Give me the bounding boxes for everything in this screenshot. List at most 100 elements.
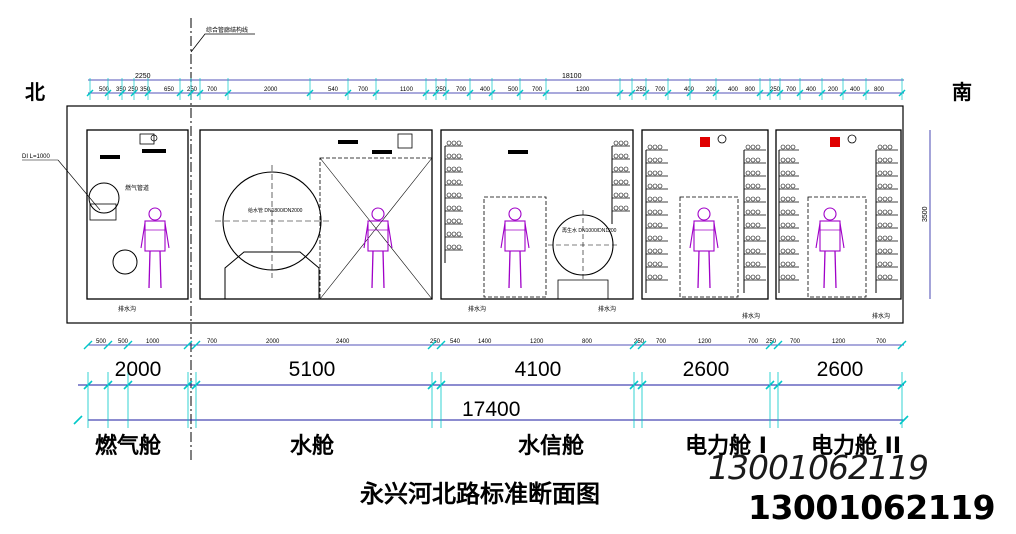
compartment-width-4: 2600 [682, 358, 730, 381]
bottom-dim-segment-text: 500 [96, 339, 107, 345]
worker-head [697, 207, 711, 221]
cable [456, 179, 462, 185]
cable [780, 157, 786, 163]
cable [652, 157, 658, 163]
cable [451, 205, 457, 211]
cable [882, 235, 888, 241]
cable [755, 235, 761, 241]
cable [745, 196, 751, 202]
cable [780, 274, 786, 280]
compartment-width-5: 2600 [816, 358, 864, 381]
cable [623, 179, 629, 185]
cable [647, 170, 653, 176]
cable [647, 274, 653, 280]
total-dim-tick [73, 415, 83, 425]
cable [877, 261, 883, 267]
cable [657, 248, 663, 254]
cable [882, 222, 888, 228]
cable [657, 196, 663, 202]
cable [882, 261, 888, 267]
worker-leg [371, 250, 374, 289]
total-dim-tick [899, 415, 909, 425]
top-dim-segment-text: 800 [874, 87, 885, 93]
chamber-power-2 [775, 129, 902, 300]
cable [790, 235, 796, 241]
cable [780, 235, 786, 241]
cable [882, 170, 888, 176]
bottom-dim-tick [773, 380, 783, 390]
cable [745, 183, 751, 189]
top-dim-segment-text: 400 [806, 87, 817, 93]
worker-figure [689, 207, 719, 289]
bottom-small-tick [765, 340, 775, 350]
worker-leg [508, 250, 511, 289]
worker-leg [834, 250, 837, 289]
cable [446, 140, 452, 146]
cable [647, 196, 653, 202]
cable-rack-power2-left [778, 144, 799, 293]
cable [755, 183, 761, 189]
bottom-dim-tick [191, 380, 201, 390]
cable [652, 196, 658, 202]
cable [877, 144, 883, 150]
cable [456, 192, 462, 198]
worker-figure [815, 207, 845, 289]
bottom-dim-segment-text: 700 [207, 339, 218, 345]
cable [785, 196, 791, 202]
cable [785, 170, 791, 176]
cable [647, 183, 653, 189]
worker-leg [148, 250, 151, 289]
power1-red-marker [700, 137, 710, 147]
cable [652, 222, 658, 228]
cable [785, 183, 791, 189]
cable [755, 222, 761, 228]
cable [750, 261, 756, 267]
cable [755, 170, 761, 176]
bottom-dim-segment-text: 1200 [698, 339, 712, 345]
water-saddle [224, 251, 320, 299]
top-dim-segment-text: 400 [684, 87, 695, 93]
top-dim-segment-text: 700 [655, 87, 666, 93]
top-dim-segment-text: 250 [770, 87, 781, 93]
cable [613, 205, 619, 211]
cable [657, 157, 663, 163]
worker-head [371, 207, 385, 221]
cable [647, 248, 653, 254]
cable [745, 248, 751, 254]
cable [780, 209, 786, 215]
top-dim-segment-text: 700 [532, 87, 543, 93]
cable [887, 144, 893, 150]
cable [451, 153, 457, 159]
bottom-dim-segment-text: 500 [118, 339, 129, 345]
chamber-gas [86, 129, 189, 300]
top-dim-segment-text: 200 [706, 87, 717, 93]
worker-leg [159, 250, 162, 289]
cable [451, 166, 457, 172]
cable [887, 183, 893, 189]
top-dim-segment-text: 700 [786, 87, 797, 93]
north-label: 北 [25, 80, 45, 104]
top-dim-segment-text: 250 [128, 87, 139, 93]
bottom-dim-tick [436, 380, 446, 390]
bottom-small-tick [629, 340, 639, 350]
worker-arm [839, 222, 845, 249]
bottom-small-tick [83, 340, 93, 350]
cable [785, 274, 791, 280]
cable [657, 261, 663, 267]
cable [456, 140, 462, 146]
bottom-dim-tick [183, 380, 193, 390]
cable [446, 192, 452, 198]
top-dim-segment-text: 1100 [400, 87, 414, 93]
cable [618, 179, 624, 185]
worker-body [504, 220, 526, 252]
top-dim-ticks [86, 78, 906, 100]
cable [618, 205, 624, 211]
cable [790, 183, 796, 189]
water-right-box [319, 157, 433, 300]
cable [882, 209, 888, 215]
water-tray-2 [372, 150, 392, 154]
cable [623, 140, 629, 146]
cable [877, 248, 883, 254]
worker-arm [815, 222, 821, 249]
worker-body [144, 220, 166, 252]
